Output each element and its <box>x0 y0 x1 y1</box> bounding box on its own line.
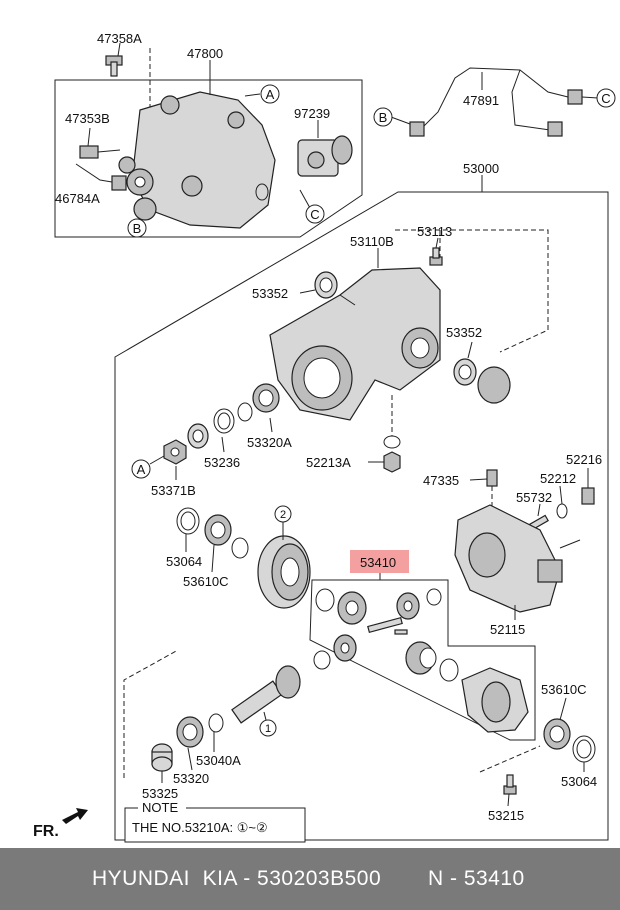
label-47800: 47800 <box>187 46 223 61</box>
label-52212: 52212 <box>540 471 576 486</box>
part-number-footer: HYUNDAI KIA - 530203B500 N - 53410 <box>0 848 620 910</box>
label-53110b: 53110B <box>350 234 394 249</box>
ref-marker-b-harness-text: B <box>379 110 388 125</box>
ref-marker-a-top-text: A <box>266 87 275 102</box>
label-53352-upper: 53352 <box>252 286 288 301</box>
actuator-97239 <box>297 135 353 177</box>
note-title: NOTE <box>142 800 178 815</box>
differential-case <box>461 667 529 733</box>
ref-marker-c-harness <box>596 88 616 108</box>
label-53610c-right: 53610C <box>541 682 587 697</box>
footer-brand-part-number: HYUNDAI KIA - 530203B500 <box>92 867 382 890</box>
plug-52216 <box>581 487 595 505</box>
wiring-harness-47891 <box>409 67 583 137</box>
side-gear-1 <box>337 591 367 625</box>
ref-marker-a-top <box>260 84 280 104</box>
thrust-washer-1 <box>315 588 335 612</box>
pinion-shaft <box>367 616 403 634</box>
label-53064-left: 53064 <box>166 554 202 569</box>
front-direction-arrow-icon <box>62 808 88 824</box>
vent-plug-47335 <box>486 469 498 487</box>
label-53352-lower: 53352 <box>446 325 482 340</box>
spacer-53040a <box>208 713 224 733</box>
pinion-gear-lower <box>333 634 357 662</box>
ref-marker-b-harness <box>373 107 393 127</box>
side-gear-2 <box>405 641 437 675</box>
transfer-housing-47800 <box>118 91 276 229</box>
label-53000: 53000 <box>463 161 499 176</box>
label-53610c-left: 53610C <box>183 574 229 589</box>
label-53325: 53325 <box>142 786 178 801</box>
ring-gear <box>257 535 311 609</box>
ref-number-1-text: 1 <box>265 723 271 735</box>
label-53320: 53320 <box>173 771 209 786</box>
pinion-gear-upper <box>396 592 420 620</box>
lock-pin <box>394 629 408 635</box>
shim-left <box>231 537 249 559</box>
ref-marker-c-harness-text: C <box>601 91 610 106</box>
label-53113: 53113 <box>417 224 452 239</box>
label-46784a: 46784A <box>55 191 100 206</box>
shim-53325 <box>151 743 173 772</box>
flange-yoke <box>477 366 511 404</box>
differential-cover-52115 <box>454 504 563 613</box>
label-53040a: 53040A <box>196 753 241 768</box>
label-47353b: 47353B <box>65 111 110 126</box>
part-53410-highlight <box>350 550 409 573</box>
ref-marker-c-top-text: C <box>310 207 319 222</box>
washer <box>383 435 401 449</box>
label-97239: 97239 <box>294 106 330 121</box>
footer-diagram-number: N - 53410 <box>428 867 525 890</box>
label-53064-right: 53064 <box>561 774 597 789</box>
label-47358a: 47358A <box>97 31 142 46</box>
bolt-47358a <box>105 55 123 77</box>
carrier-housing-53110b <box>269 267 441 421</box>
thrust-washer-3 <box>313 650 331 670</box>
ref-marker-a-main <box>131 459 151 479</box>
ref-marker-c-top <box>305 204 325 224</box>
label-53371b: 53371B <box>151 483 196 498</box>
thrust-washer-4 <box>439 658 459 682</box>
label-47891: 47891 <box>463 93 499 108</box>
housing-group-outline <box>54 79 363 238</box>
ref-number-1 <box>259 719 277 737</box>
ref-marker-a-main-text: A <box>137 462 146 477</box>
gasket-52212 <box>556 503 568 519</box>
ref-number-2-text: 2 <box>280 509 286 521</box>
spacer-ring <box>237 402 253 422</box>
label-52115: 52115 <box>490 622 525 637</box>
differential-assembly-outline <box>114 191 609 841</box>
drive-pinion-gear <box>231 665 301 724</box>
exploded-parts-diagram: A B C B C <box>33 31 616 843</box>
thrust-washer-2 <box>426 588 442 606</box>
label-53236: 53236 <box>204 455 240 470</box>
bolt-53215 <box>503 774 517 795</box>
label-52213a: 52213A <box>306 455 351 470</box>
label-47335: 47335 <box>423 473 459 488</box>
ref-marker-b-top <box>127 218 147 238</box>
note-text: THE NO.53210A: ①~② <box>132 820 268 835</box>
connector-46784a <box>75 163 127 191</box>
shim-53236 <box>213 408 235 434</box>
sensor-47353b <box>79 145 121 159</box>
ref-marker-b-top-text: B <box>133 221 142 236</box>
race-53064-left <box>176 507 200 535</box>
label-53215: 53215 <box>488 808 524 823</box>
label-53320a: 53320A <box>247 435 292 450</box>
front-label: FR. <box>33 823 59 840</box>
label-52216: 52216 <box>566 452 602 467</box>
label-55732: 55732 <box>516 490 552 505</box>
drain-plug-52213a <box>383 451 401 473</box>
label-53410: 53410 <box>360 555 396 570</box>
